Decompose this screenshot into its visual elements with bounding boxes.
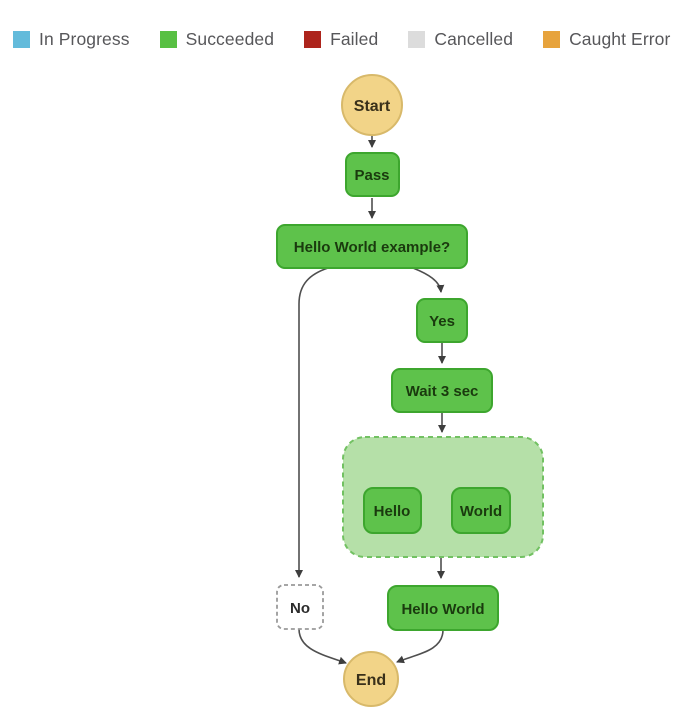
node-choice[interactable]: Hello World example? [276,224,468,269]
wait-box[interactable] [391,368,493,413]
world-box[interactable] [451,487,511,534]
node-end[interactable]: End [343,651,399,707]
world-label: World [460,503,502,520]
end-label: End [356,672,386,689]
yes-box[interactable] [416,298,468,343]
start-circle[interactable] [341,74,403,136]
legend-item-in-progress: In Progress [13,29,130,50]
hello-label: Hello [374,503,411,520]
no-label: No [290,600,310,617]
choice-label: Hello World example? [294,239,450,256]
legend-item-cancelled: Cancelled [408,29,513,50]
end-circle[interactable] [343,651,399,707]
succeeded-swatch [159,31,177,48]
choice-box[interactable] [276,224,468,269]
cancelled-swatch [408,31,426,48]
failed-swatch [304,31,322,48]
legend-label: Caught Error [569,29,671,49]
in-progress-swatch [13,31,30,48]
caught-error-swatch [543,31,561,48]
legend-label: Succeeded [185,29,275,49]
no-box[interactable] [276,584,324,630]
node-helloworld[interactable]: Hello World [387,585,499,631]
helloworld-box[interactable] [387,585,499,631]
edge-helloworld-to-end [396,629,444,664]
node-world[interactable]: World [451,487,511,534]
legend-item-failed: Failed [304,29,378,50]
edge-no-to-end [298,628,347,665]
status-legend: In Progress Succeeded Failed Cancelled C… [13,29,670,50]
start-label: Start [354,98,391,115]
node-hello[interactable]: Hello [363,487,422,534]
node-no[interactable]: No [276,584,324,630]
wait-label: Wait 3 sec [406,383,479,400]
legend-item-caught-error: Caught Error [543,29,670,50]
pass-label: Pass [354,167,389,184]
node-wait[interactable]: Wait 3 sec [391,368,493,413]
edge-choice-to-yes [412,267,445,293]
node-yes[interactable]: Yes [416,298,468,343]
hello-box[interactable] [363,487,422,534]
legend-label: Failed [330,29,379,49]
helloworld-label: Hello World [401,601,484,618]
node-start[interactable]: Start [341,74,403,136]
pass-box[interactable] [345,152,400,197]
node-pass[interactable]: Pass [345,152,400,197]
legend-label: In Progress [39,29,130,49]
yes-label: Yes [429,313,455,330]
legend-label: Cancelled [434,29,514,49]
legend-item-succeeded: Succeeded [159,29,275,50]
edge-choice-to-no [295,267,329,578]
